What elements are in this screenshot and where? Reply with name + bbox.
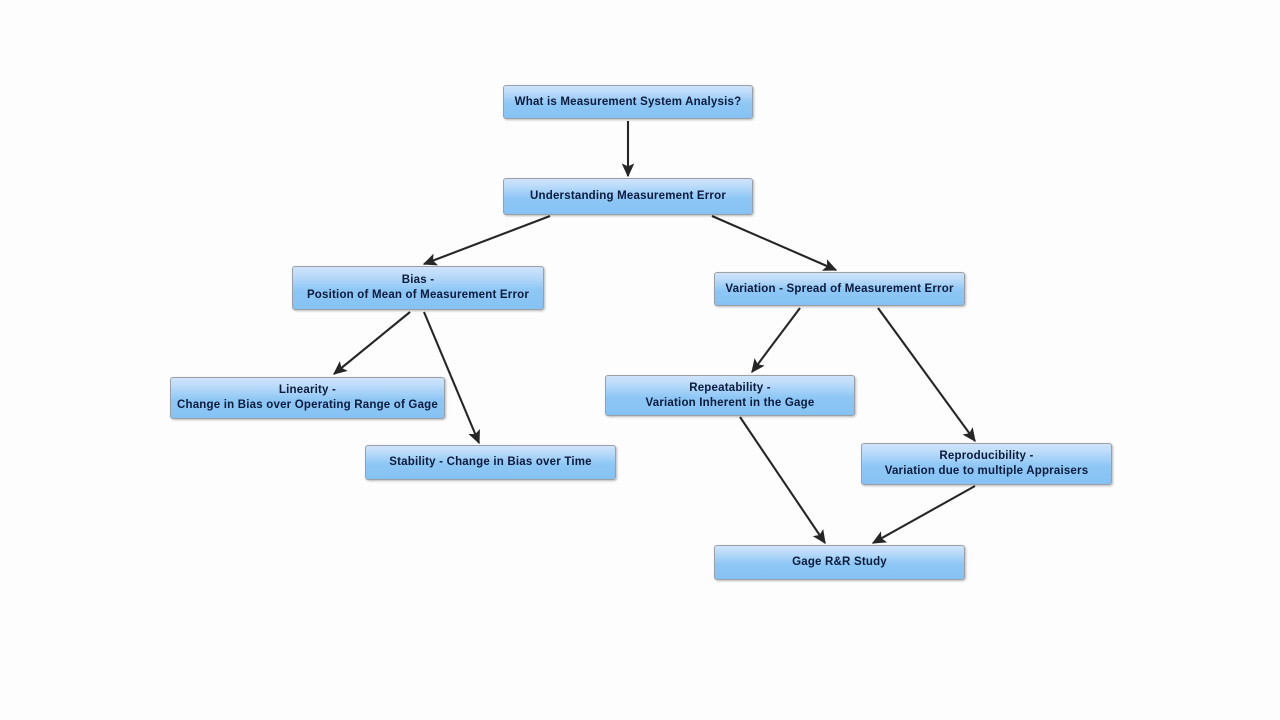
- node-repeatability-line: Variation Inherent in the Gage: [645, 396, 815, 409]
- node-linearity[interactable]: Linearity - Change in Bias over Operating…: [170, 377, 445, 419]
- edge-bias-to-linearity: [333, 311, 411, 375]
- node-bias-line: Position of Mean of Measurement Error: [306, 289, 530, 301]
- edge-reproducibility-to-gagerr: [871, 485, 976, 544]
- edge-repeatability-to-gagerr: [739, 416, 826, 545]
- node-bias-line: Bias -: [401, 274, 435, 286]
- node-variation-line: Variation - Spread of Measurement Error: [725, 282, 954, 295]
- node-gagerr-line: Gage R&R Study: [792, 556, 887, 568]
- node-repeatability-line: Repeatability -: [689, 381, 771, 394]
- node-reproducibility[interactable]: Reproducibility - Variation due to multip…: [861, 443, 1112, 485]
- node-reproducibility-line: Reproducibility -: [939, 450, 1034, 462]
- node-gagerr[interactable]: Gage R&R Study: [714, 545, 965, 580]
- node-linearity-line: Linearity -: [278, 384, 337, 396]
- node-stability[interactable]: Stability - Change in Bias over Time: [365, 445, 616, 480]
- node-variation[interactable]: Variation - Spread of Measurement Error: [714, 272, 965, 306]
- edge-variation-to-repeatability: [751, 307, 801, 374]
- node-linearity-line: Change in Bias over Operating Range of G…: [176, 399, 438, 411]
- node-reproducibility-line: Variation due to multiple Appraisers: [884, 465, 1089, 477]
- node-msa-line: What is Measurement System Analysis?: [514, 95, 742, 108]
- node-error[interactable]: Understanding Measurement Error: [503, 178, 753, 215]
- node-repeatability[interactable]: Repeatability - Variation Inherent in the…: [605, 375, 855, 416]
- node-msa[interactable]: What is Measurement System Analysis?: [503, 85, 753, 119]
- edge-error-to-bias: [422, 215, 551, 266]
- node-bias[interactable]: Bias - Position of Mean of Measurement Er…: [292, 266, 544, 310]
- node-stability-line: Stability - Change in Bias over Time: [389, 456, 592, 468]
- edge-error-to-variation: [711, 215, 838, 271]
- node-error-line: Understanding Measurement Error: [530, 190, 726, 202]
- edge-variation-to-reproducibility: [877, 307, 976, 443]
